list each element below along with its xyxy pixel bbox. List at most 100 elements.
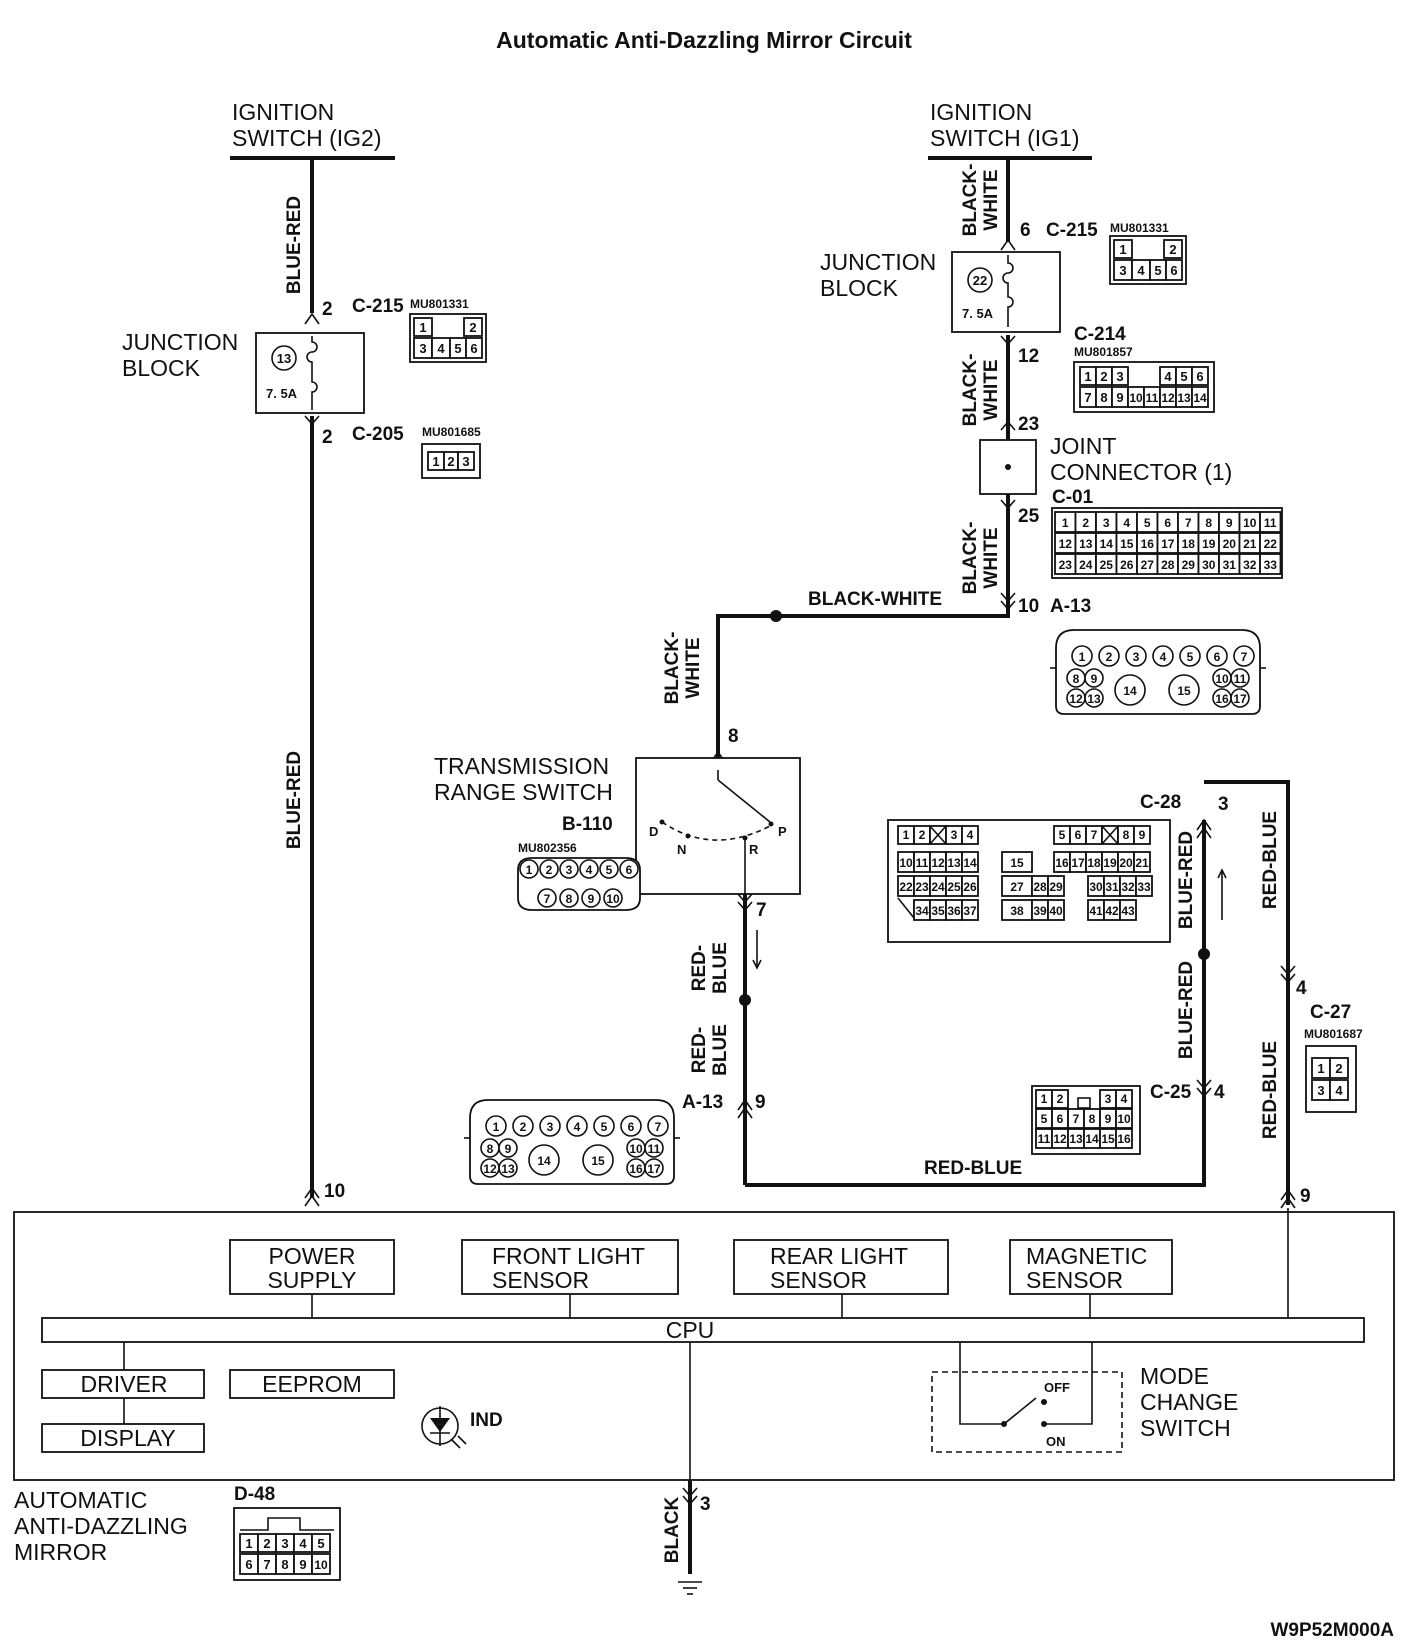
wire-label-bw-1b: WHITE (981, 169, 1002, 230)
pin-number: 11 (1234, 672, 1247, 686)
pn-mu801331-left: MU801331 (410, 297, 469, 311)
pin-circle (1084, 688, 1104, 708)
pin-number: 14 (1123, 684, 1137, 698)
svg-text:3: 3 (419, 341, 426, 356)
pin-number: 2 (546, 863, 553, 877)
svg-text:10: 10 (314, 1558, 328, 1572)
pin-number: 9 (1105, 1112, 1112, 1126)
svg-text:2: 2 (1169, 242, 1176, 257)
pin-number: 3 (1105, 1092, 1112, 1106)
pin-number: 10 (629, 1142, 643, 1156)
pin-number: 2 (1082, 516, 1089, 530)
joint-connector: JOINT CONNECTOR (1) C-01 (979, 433, 1232, 508)
wire-label-bw-3a: BLACK- (960, 522, 981, 595)
pin-number: 6 (1164, 516, 1171, 530)
pin-number: 12 (931, 856, 945, 870)
wire-label-black: BLACK (662, 1496, 683, 1563)
mode-switch-blade (1003, 1397, 1037, 1425)
pin-cell (1133, 825, 1151, 845)
rear-sensor-label-2: SENSOR (770, 1267, 867, 1293)
pin-number: 8 (1089, 1112, 1096, 1126)
pin-number: 1 (1079, 650, 1086, 664)
wire-label-rb-2b: BLUE (710, 1024, 731, 1076)
pin-number: 42 (1105, 904, 1119, 918)
svg-text:6: 6 (1170, 263, 1177, 278)
pin-circle (512, 1115, 534, 1137)
conn-a13-lower-label: A-13 (682, 1092, 723, 1113)
ig2-label-line2: SWITCH (IG2) (232, 125, 382, 151)
trs-pos-d: D (649, 824, 658, 839)
diagram-title: Automatic Anti-Dazzling Mirror Circuit (496, 27, 912, 53)
pin-number: 34 (915, 904, 929, 918)
svg-text:9: 9 (1116, 390, 1123, 405)
mirror-name-line1: AUTOMATIC (14, 1487, 147, 1513)
pin-cell (1115, 1108, 1133, 1129)
wire-label-bw-4a: BLACK- (662, 632, 683, 705)
conn-c27-label: C-27 (1310, 1002, 1351, 1023)
splice-point (1198, 948, 1210, 960)
svg-text:4: 4 (1335, 1083, 1343, 1098)
power-supply-label-2: SUPPLY (267, 1267, 356, 1293)
svg-text:1: 1 (1119, 242, 1126, 257)
svg-text:4: 4 (437, 341, 445, 356)
wire-label-rb-1a: RED- (689, 945, 710, 991)
driver-block (41, 1369, 205, 1399)
pin-number: 12 (483, 1162, 497, 1176)
wire-label-blue-red-upper: BLUE-RED (284, 196, 305, 294)
pin-number: 13 (501, 1162, 515, 1176)
terminal-arrow (304, 1194, 320, 1207)
eeprom-label: EEPROM (262, 1371, 362, 1397)
pin-number: 29 (1182, 558, 1196, 572)
pin-number: 24 (931, 880, 945, 894)
pin-circle (581, 888, 601, 908)
pin-number: 2 (1057, 1092, 1064, 1106)
mode-on-label: ON (1046, 1434, 1066, 1449)
pin-trs-in: 8 (728, 726, 739, 747)
conn-c205-label: C-205 (352, 424, 404, 445)
terminal-arrow (304, 1186, 320, 1199)
svg-text:1: 1 (1084, 369, 1091, 384)
pin-number: 23 (1059, 558, 1073, 572)
pin-number: 4 (1123, 516, 1130, 530)
pin-circle (559, 888, 579, 908)
wire-label-rb-right-2: RED-BLUE (1260, 1041, 1281, 1139)
pin-number: 12 (1059, 537, 1073, 551)
pin-l-c215: 2 (322, 299, 333, 320)
svg-text:2: 2 (263, 1536, 270, 1551)
pin-number: 3 (1133, 650, 1140, 664)
pin-number: 8 (566, 892, 573, 906)
terminal-arrow (737, 901, 753, 912)
svg-text:1: 1 (1317, 1061, 1324, 1076)
pin-circle (644, 1138, 664, 1158)
pin-cell (1133, 851, 1151, 873)
svg-text:12: 12 (1161, 391, 1175, 405)
svg-text:3: 3 (1317, 1083, 1324, 1098)
ignition-switch-ig1: IGNITION SWITCH (IG1) (928, 99, 1092, 160)
pin-circle (644, 1158, 664, 1178)
svg-text:5: 5 (1154, 263, 1161, 278)
pin-number: 15 (1177, 684, 1191, 698)
pin-number: 1 (493, 1120, 500, 1134)
pn-mu802356: MU802356 (518, 841, 577, 855)
connector-c27-face: 1 2 3 4 (1305, 1045, 1357, 1113)
pin-cell (961, 875, 979, 897)
terminal-arrow (1000, 600, 1016, 611)
mode-label-3: SWITCH (1140, 1415, 1231, 1441)
pin-circle (537, 888, 557, 908)
pin-number: 18 (1182, 537, 1196, 551)
pin-number: 22 (899, 880, 913, 894)
pin-cell (961, 851, 979, 873)
pin-r-joint-in: 23 (1018, 414, 1039, 435)
pin-number: 4 (574, 1120, 581, 1134)
pin-circle (1084, 668, 1104, 688)
pin-number: 12 (1053, 1132, 1067, 1146)
wire-label-rb-bottom: RED-BLUE (924, 1158, 1022, 1179)
connector-c215-left-face: 1 2 3 4 5 6 (409, 313, 487, 363)
pin-mirror-right: 9 (1300, 1186, 1311, 1207)
pin-number: 13 (947, 856, 961, 870)
wire-label-bw-2b: WHITE (981, 359, 1002, 420)
svg-text:1: 1 (432, 454, 439, 469)
pin-circle (1125, 645, 1147, 667)
pin-circle (603, 888, 623, 908)
